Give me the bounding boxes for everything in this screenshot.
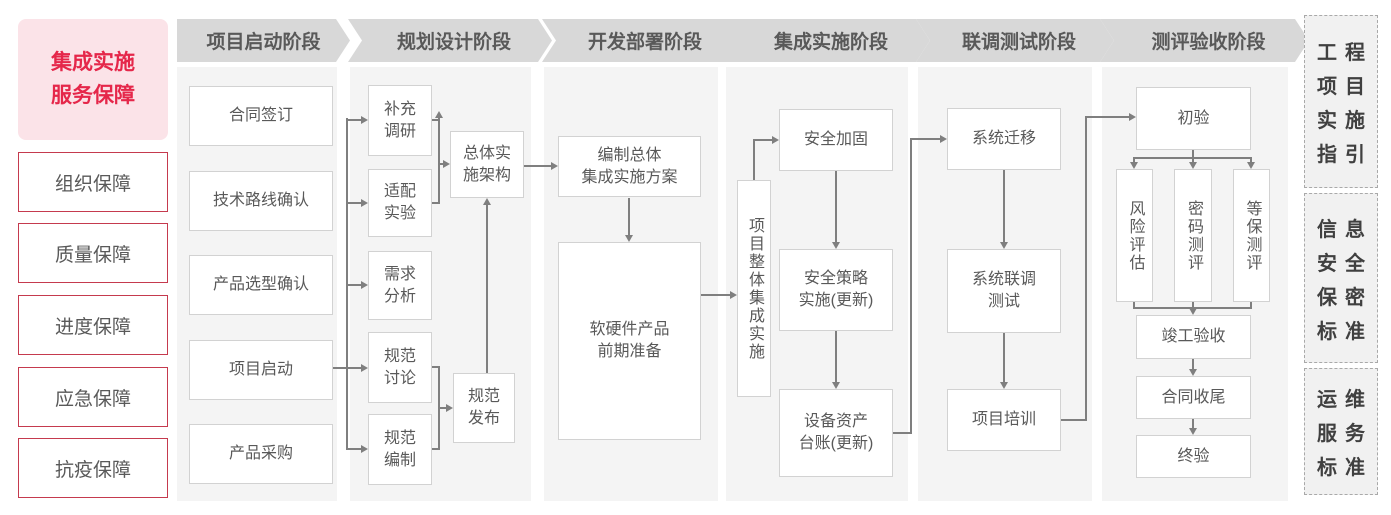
phase-header-5: 联调测试阶段 xyxy=(916,19,1114,62)
sidebar-item-quality: 质量保障 xyxy=(18,223,168,283)
panel-row: 项目 xyxy=(1317,76,1373,98)
panel-security-standard: 信息 安全 保密 标准 xyxy=(1304,193,1378,363)
box-product-selection-confirm: 产品选型确认 xyxy=(189,255,333,315)
box-spec-discussion: 规范 讨论 xyxy=(368,332,432,403)
box-completion-acceptance: 竣工验收 xyxy=(1136,315,1251,359)
box-tech-route-confirm: 技术路线确认 xyxy=(189,171,333,231)
panel-row: 安全 xyxy=(1317,252,1373,275)
box-supplementary-research: 补充 调研 xyxy=(368,85,432,156)
sidebar-item-schedule: 进度保障 xyxy=(18,295,168,355)
box-overall-integration-plan: 编制总体 集成实施方案 xyxy=(558,136,701,197)
box-contract-signing: 合同签订 xyxy=(189,86,333,146)
panel-project-guide: 工程 项目 实施 指引 xyxy=(1304,15,1378,188)
box-final-acceptance: 终验 xyxy=(1136,435,1251,478)
sidebar-item-emergency: 应急保障 xyxy=(18,367,168,427)
sidebar-item-epidemic: 抗疫保障 xyxy=(18,438,168,498)
diagram-title: 集成实施 服务保障 xyxy=(18,19,168,140)
panel-row: 实施 xyxy=(1317,110,1373,132)
box-requirement-analysis: 需求 分析 xyxy=(368,251,432,320)
box-security-policy: 安全策略 实施(更新) xyxy=(779,249,893,331)
box-project-kickoff: 项目启动 xyxy=(189,340,333,400)
box-project-training: 项目培训 xyxy=(947,389,1061,451)
panel-row: 工程 xyxy=(1317,42,1373,64)
box-adaptation-test: 适配 实验 xyxy=(368,169,432,237)
panel-row: 信息 xyxy=(1317,218,1373,241)
panel-row: 标准 xyxy=(1317,320,1373,343)
box-spec-release: 规范 发布 xyxy=(453,373,515,443)
box-contract-closure: 合同收尾 xyxy=(1136,376,1251,419)
box-joint-debugging-test: 系统联调 测试 xyxy=(947,249,1061,333)
panel-row: 指引 xyxy=(1317,144,1373,166)
panel-row: 保密 xyxy=(1317,286,1373,309)
phase-header-4: 集成实施阶段 xyxy=(724,19,930,62)
panel-row: 标准 xyxy=(1317,457,1373,479)
panel-row: 运维 xyxy=(1317,389,1373,411)
box-crypto-evaluation: 密码测评 xyxy=(1174,169,1212,302)
panel-row: 服务 xyxy=(1317,423,1373,445)
box-security-hardening: 安全加固 xyxy=(779,109,893,171)
box-mlps-evaluation: 等保测评 xyxy=(1233,169,1270,302)
box-preliminary-acceptance: 初验 xyxy=(1136,87,1251,150)
box-asset-ledger: 设备资产 台账(更新) xyxy=(779,389,893,477)
phase-header-6: 测评验收阶段 xyxy=(1100,19,1309,62)
sidebar-item-organization: 组织保障 xyxy=(18,152,168,212)
phase-header-1: 项目启动阶段 xyxy=(177,19,350,62)
box-spec-drafting: 规范 编制 xyxy=(368,414,432,485)
panel-ops-standard: 运维 服务 标准 xyxy=(1304,368,1378,495)
box-system-migration: 系统迁移 xyxy=(947,108,1061,170)
box-overall-project-integration: 项目整体集成实施 xyxy=(737,180,771,397)
phase-header-3: 开发部署阶段 xyxy=(542,19,740,62)
box-product-procurement: 产品采购 xyxy=(189,424,333,484)
phase-header-2: 规划设计阶段 xyxy=(348,19,552,62)
box-hw-sw-preparation: 软硬件产品 前期准备 xyxy=(558,242,701,440)
box-overall-implementation-architecture: 总体实 施架构 xyxy=(450,131,524,198)
box-risk-assessment: 风险评估 xyxy=(1116,169,1153,302)
